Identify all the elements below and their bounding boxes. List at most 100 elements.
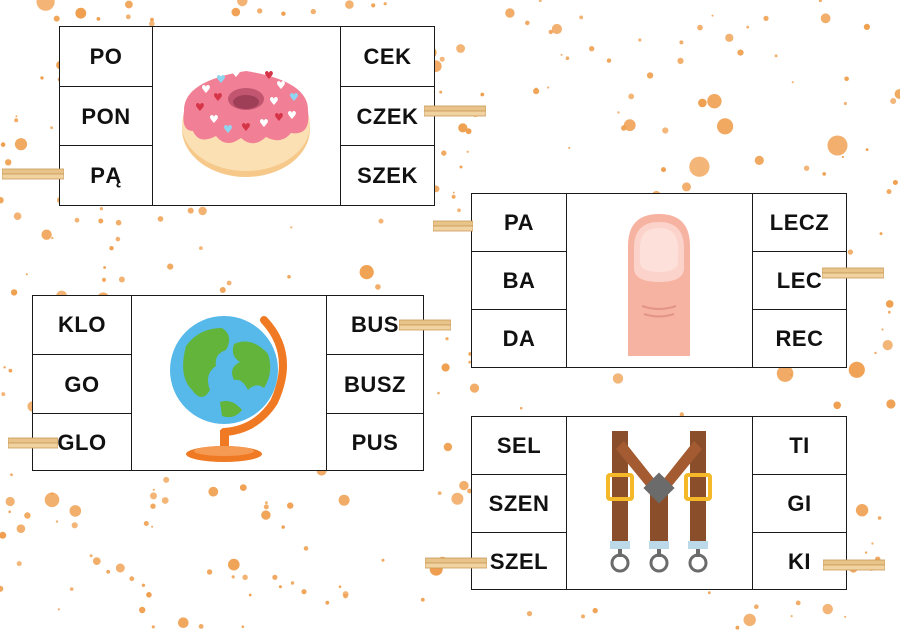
clothespin-marker[interactable] [8,436,58,450]
syllable-option[interactable]: PO [89,43,123,69]
paint-dot [877,516,882,520]
right-syllable-column: TI GI KI [752,417,846,589]
puzzle-card-globe: KLO GO GLO BUS BUSZ PUS [32,295,424,471]
syllable-option[interactable]: BUSZ [327,354,423,414]
syllable-option[interactable]: CZEK [341,86,434,146]
paint-dot [51,492,54,495]
syllable-option[interactable]: SEL [496,432,542,458]
paint-dot [261,510,271,520]
paint-dot [822,603,833,615]
paint-dot [219,287,226,293]
svg-text:♥: ♥ [231,67,241,80]
paint-dot [833,401,841,410]
paint-dot [841,155,845,159]
paint-dot [791,81,794,84]
paint-dot [589,46,595,52]
syllable-option[interactable]: KLO [58,312,106,337]
svg-text:♥: ♥ [259,117,269,130]
paint-dot [89,554,93,558]
paint-dot [359,265,374,280]
syllable-option[interactable]: SZEK [341,145,434,205]
syllable-option[interactable]: REC [753,309,846,368]
svg-text:♥: ♥ [216,73,226,86]
syllable-option[interactable]: SZEL [472,532,566,590]
paint-dot [505,8,515,18]
paint-dot [301,589,307,595]
paint-dot [242,574,248,580]
right-syllable-column: LECZ LEC REC [752,194,846,367]
clothespin-marker[interactable] [424,104,486,118]
clothespin-marker[interactable] [822,266,884,280]
svg-text:♥: ♥ [241,121,251,134]
syllable-option[interactable]: KI [753,532,846,590]
syllable-option[interactable]: GI [753,474,846,533]
paint-dot [892,180,898,185]
paint-dot [707,591,711,595]
paint-dot [187,207,194,214]
clothespin-marker[interactable] [399,318,451,332]
clothespin-marker[interactable] [2,167,64,181]
left-syllable-column: PO PON PĄ [60,27,153,205]
paint-dot [150,492,157,500]
paint-dot [0,585,4,592]
paint-dot [881,328,884,331]
paint-dot [41,229,52,240]
paint-dot [381,558,385,562]
paint-dot [115,219,122,226]
syllable-option[interactable]: BUS [351,312,399,337]
paint-dot [101,277,107,282]
paint-dot [69,587,74,591]
syllable-option[interactable]: DA [472,309,566,368]
paint-dot [818,0,822,3]
syllable-option[interactable]: BA [472,251,566,310]
paint-dot [697,24,703,31]
paint-dot [445,337,449,341]
paint-dot [40,76,44,80]
paint-dot [16,524,26,533]
paint-dot [103,266,106,269]
paint-dot [617,111,620,114]
paint-dot [439,56,445,62]
syllable-option[interactable]: PON [60,86,152,146]
paint-dot [51,236,54,240]
paint-dot [551,23,563,35]
paint-dot [452,191,455,194]
paint-dot [13,212,22,220]
paint-dot [606,58,612,63]
paint-dot [24,512,31,519]
paint-dot [612,373,624,384]
syllable-option[interactable]: LECZ [769,209,830,235]
paint-dot [465,128,472,135]
paint-dot [8,368,13,373]
paint-dot [820,13,831,24]
paint-dot [150,17,154,22]
paint-dot [157,216,164,222]
syllable-option[interactable]: CEK [363,43,412,69]
clothespin-marker[interactable] [425,556,487,570]
paint-dot [459,165,463,169]
clothespin-marker[interactable] [823,558,885,572]
paint-dot [466,150,469,153]
syllable-option[interactable]: PUS [327,413,423,471]
syllable-option[interactable]: SZEN [472,474,566,533]
paint-dot [827,135,848,156]
paint-dot [822,172,826,176]
paint-dot [141,583,146,587]
syllable-option[interactable]: GLO [33,413,131,471]
paint-dot [579,15,584,20]
paint-dot [871,542,874,545]
paint-dot [886,399,896,409]
syllable-option[interactable]: TI [789,432,810,458]
paint-dot [890,98,897,104]
svg-text:♥: ♥ [195,101,205,114]
syllable-option[interactable]: LEC [753,251,846,310]
syllable-option[interactable]: PĄ [60,145,152,205]
clothespin-marker[interactable] [433,219,473,233]
paint-dot [115,236,121,242]
paint-dot [152,488,155,491]
paint-dot [441,363,450,372]
paint-dot [717,118,734,135]
paint-dot [711,14,714,17]
syllable-option[interactable]: GO [33,354,131,414]
syllable-option[interactable]: PA [504,209,534,235]
